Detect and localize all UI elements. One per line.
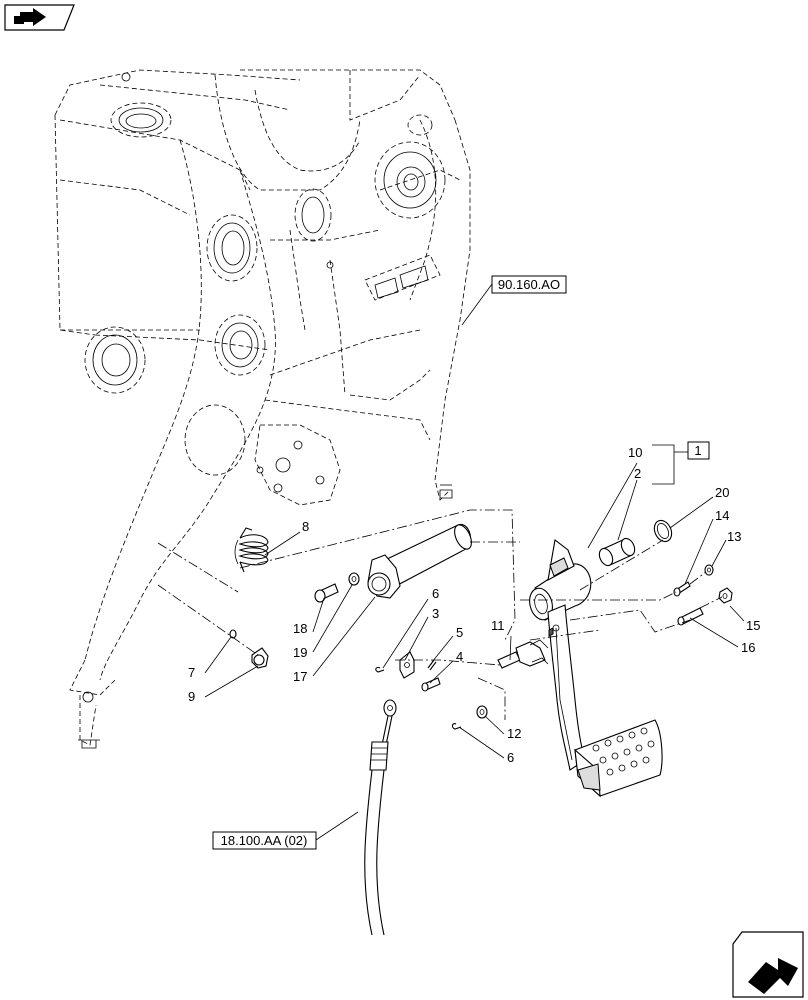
callout-10: 10	[628, 445, 642, 460]
callout-12: 12	[507, 726, 521, 741]
part-nut-13	[704, 564, 714, 576]
arrow-left-icon	[14, 8, 46, 26]
part-nut-15	[718, 587, 733, 604]
callout-numbers: 10 2 20 14 13 15 16 8 18 19 17 6 3 5 4 1…	[188, 445, 760, 765]
callout-8: 8	[302, 519, 309, 534]
kit-box-label: 1	[687, 441, 710, 460]
callout-9: 9	[188, 689, 195, 704]
part-brake-pedal	[529, 539, 663, 798]
callout-6-lower: 6	[507, 750, 514, 765]
part-pin-4	[421, 677, 441, 692]
part-brake-cable	[364, 699, 397, 936]
svg-text:90.160.AO: 90.160.AO	[498, 277, 560, 292]
prev-page-button[interactable]	[4, 4, 75, 31]
callout-3: 3	[432, 606, 439, 621]
part-yoke-11	[497, 639, 549, 669]
frame-reference-label[interactable]: 90.160.AO	[491, 275, 567, 294]
part-bolt-14	[673, 581, 691, 597]
next-page-button[interactable]	[732, 931, 804, 998]
callout-14: 14	[715, 508, 729, 523]
vent-lower-left	[84, 326, 146, 394]
cable-reference-label[interactable]: 18.100.AA (02)	[212, 831, 317, 850]
part-bushing-2	[598, 537, 636, 567]
vent-mid-left	[206, 214, 258, 282]
callout-20: 20	[715, 485, 729, 500]
vent-top-center	[294, 188, 332, 242]
part-spring	[234, 527, 269, 573]
callout-18: 18	[293, 621, 307, 636]
callout-7: 7	[188, 665, 195, 680]
callout-19: 19	[293, 645, 307, 660]
part-nut-7	[229, 629, 237, 639]
callout-17: 17	[293, 669, 307, 684]
part-washer-12	[476, 705, 488, 719]
callout-4: 4	[456, 649, 463, 664]
callout-6-upper: 6	[432, 586, 439, 601]
vent-upper-right	[374, 141, 446, 219]
part-clevis-3	[399, 651, 415, 679]
vent-lower-center	[214, 314, 266, 376]
callout-16: 16	[741, 640, 755, 655]
part-clip-6-lower	[451, 723, 462, 730]
part-clip-6-upper	[375, 666, 385, 673]
part-pivot-shaft	[367, 523, 472, 599]
arrow-right-icon	[748, 958, 798, 994]
assembly-lines	[157, 509, 723, 720]
callout-leaders	[204, 283, 745, 841]
callout-5: 5	[456, 625, 463, 640]
callout-13: 13	[727, 529, 741, 544]
part-bolt-18	[314, 583, 339, 603]
pedal-pad-holes	[592, 727, 655, 776]
cab-frame-drawing	[54, 69, 471, 749]
callout-11: 11	[491, 618, 505, 633]
callout-2: 2	[634, 466, 641, 481]
part-bolt-9	[251, 647, 269, 669]
part-bolt-16	[677, 607, 704, 626]
vent-upper-left	[110, 102, 172, 138]
reference-labels: 90.160.AO 18.100.AA (02) 1	[212, 275, 710, 850]
svg-text:18.100.AA (02): 18.100.AA (02)	[221, 833, 308, 848]
svg-text:1: 1	[694, 443, 701, 458]
callout-15: 15	[746, 618, 760, 633]
part-washer-19	[348, 572, 360, 586]
